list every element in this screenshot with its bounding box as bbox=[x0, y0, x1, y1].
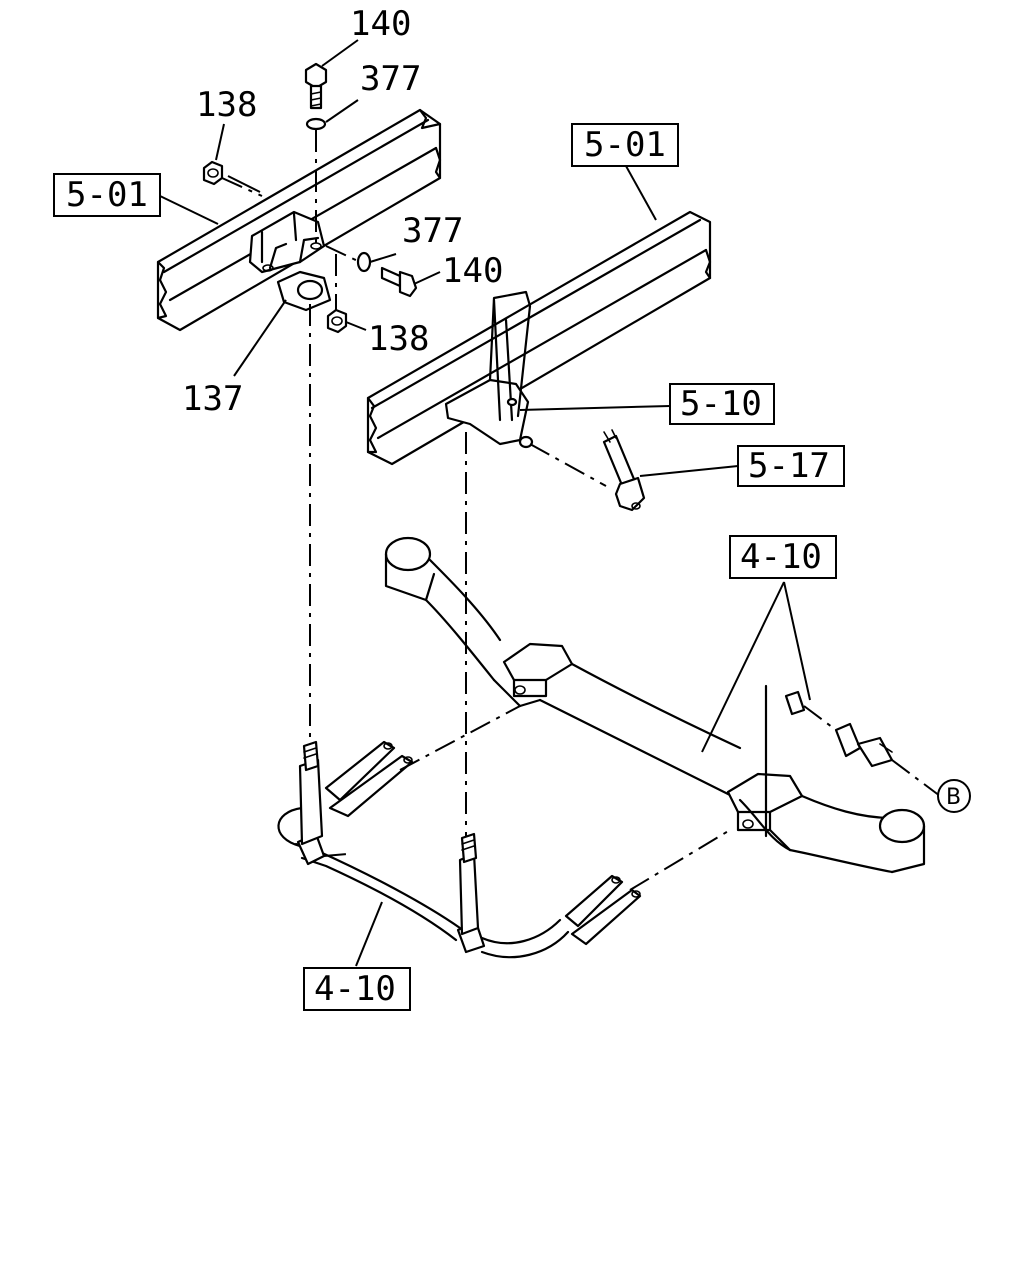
callout-140-top: 140 bbox=[350, 4, 411, 44]
nut-138-lower bbox=[326, 308, 348, 334]
bolt-140-side bbox=[380, 266, 418, 298]
ref-4-10-axle: 4-10 bbox=[740, 537, 822, 577]
ref-box-5-17[interactable]: 5-17 bbox=[737, 445, 845, 487]
ref-5-10: 5-10 bbox=[680, 384, 762, 424]
callout-377-top: 377 bbox=[360, 59, 421, 99]
connector-b[interactable]: B bbox=[937, 779, 971, 813]
stud-bolt bbox=[784, 690, 894, 768]
ref-box-5-10[interactable]: 5-10 bbox=[669, 383, 775, 425]
callout-137: 137 bbox=[182, 379, 243, 419]
ref-box-4-10-stabilizer[interactable]: 4-10 bbox=[303, 967, 411, 1011]
ref-box-5-01-right[interactable]: 5-01 bbox=[571, 123, 679, 167]
bolt-140-top bbox=[304, 62, 328, 110]
connector-b-label: B bbox=[946, 785, 961, 810]
ref-4-10-stabilizer: 4-10 bbox=[314, 969, 396, 1009]
bracket-5-10 bbox=[444, 290, 534, 449]
nut-138-left bbox=[202, 160, 224, 186]
callout-138-left: 138 bbox=[196, 85, 257, 125]
ref-box-5-01-left[interactable]: 5-01 bbox=[53, 173, 161, 217]
callout-138-lower: 138 bbox=[368, 319, 429, 359]
bracket-137 bbox=[248, 210, 332, 312]
ref-box-4-10-axle[interactable]: 4-10 bbox=[729, 535, 837, 579]
leader-lines bbox=[159, 39, 811, 967]
ref-5-01-left: 5-01 bbox=[66, 175, 148, 215]
stabilizer-bar bbox=[277, 740, 642, 959]
washer-377-top bbox=[305, 117, 327, 131]
ref-5-01-right: 5-01 bbox=[584, 125, 666, 165]
ref-5-17: 5-17 bbox=[748, 446, 830, 486]
link-rod-5-17 bbox=[602, 429, 646, 512]
callout-377-side: 377 bbox=[402, 211, 463, 251]
callout-140-side: 140 bbox=[442, 251, 503, 291]
washer-377-side bbox=[356, 251, 372, 273]
